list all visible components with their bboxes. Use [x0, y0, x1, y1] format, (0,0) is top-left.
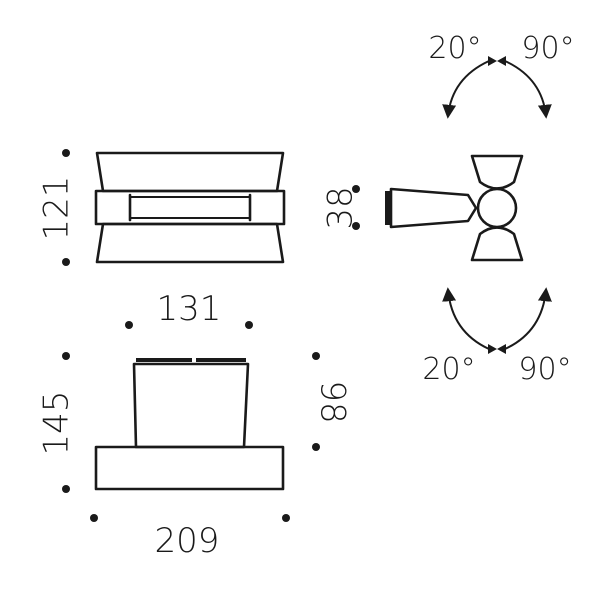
- arc-stop: [497, 344, 506, 354]
- dim-dot: [352, 185, 360, 193]
- lower-side-shade: [470, 226, 524, 262]
- rotation-arc-right: [504, 287, 552, 350]
- upper-shade: [95, 151, 285, 193]
- pivot-joint: [476, 187, 518, 229]
- dim-dot: [62, 485, 70, 493]
- mounting-arm: [389, 187, 478, 229]
- arc-stop: [488, 344, 497, 354]
- top-width-label: 131: [157, 289, 222, 329]
- front-view: 121: [37, 149, 286, 266]
- dim-dot: [62, 352, 70, 360]
- total-height-label: 145: [37, 391, 77, 456]
- dim-dot: [312, 443, 320, 451]
- middle-band: [94, 189, 286, 226]
- top-view: 131 145 98 209: [37, 289, 353, 561]
- dim-dot: [62, 258, 70, 266]
- lower-left-angle: 20°: [422, 352, 475, 387]
- dim-dot: [282, 514, 290, 522]
- upper-rotation: 20° 90°: [428, 31, 575, 119]
- dim-dot: [245, 321, 253, 329]
- lamp-body: [132, 362, 250, 449]
- dim-dot: [90, 514, 98, 522]
- wall-plate: [385, 191, 391, 225]
- lower-shade: [95, 222, 285, 264]
- upper-right-angle: 90°: [521, 31, 574, 66]
- cap-strip: [196, 358, 246, 362]
- cap-strip: [136, 358, 192, 362]
- lamp-base: [94, 445, 285, 491]
- rotation-arc-left: [442, 287, 490, 350]
- side-view: [385, 154, 524, 262]
- arc-stop: [497, 56, 506, 66]
- lower-right-angle: 90°: [518, 352, 571, 387]
- arc-stop: [488, 56, 497, 66]
- side-thickness-label: 38: [321, 186, 361, 229]
- rotation-arc-right: [504, 60, 552, 119]
- rotation-arc-left: [442, 60, 490, 119]
- side-thickness-dimension: 38: [321, 185, 361, 230]
- upper-side-shade: [470, 154, 524, 190]
- base-width-label: 209: [155, 521, 220, 561]
- dim-dot: [352, 222, 360, 230]
- body-height-label: 98: [313, 380, 353, 423]
- dim-dot: [125, 321, 133, 329]
- dim-dot: [312, 352, 320, 360]
- front-height-label: 121: [37, 176, 77, 241]
- upper-left-angle: 20°: [428, 31, 481, 66]
- lower-rotation: 20° 90°: [422, 287, 572, 387]
- dim-dot: [62, 149, 70, 157]
